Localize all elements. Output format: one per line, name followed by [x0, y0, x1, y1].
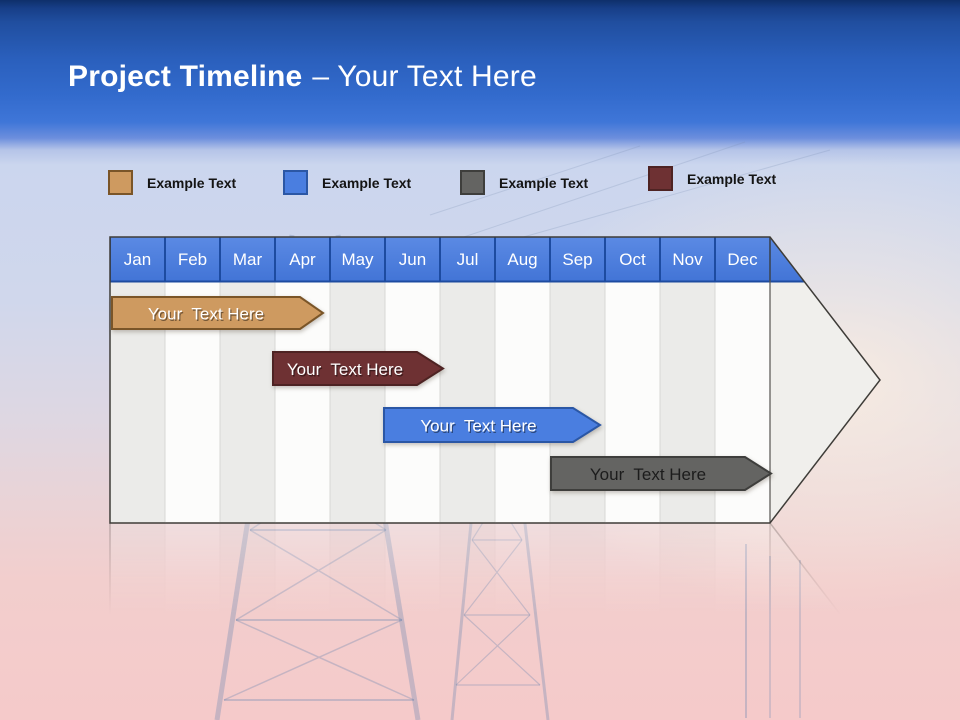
month-cell-jul[interactable]: Jul — [456, 249, 479, 269]
legend-label: Example Text — [499, 174, 589, 191]
legend-swatch-blue — [283, 170, 308, 195]
legend-item-tan[interactable]: Example Text — [108, 170, 236, 195]
month-cell-apr[interactable]: Apr — [289, 249, 316, 269]
svg-text:Your Text Here: Your Text Here — [590, 465, 706, 484]
slide-title-secondary: – Your Text Here — [312, 60, 537, 93]
svg-text:Your Text Here: Your Text Here — [420, 417, 536, 436]
legend-item-blue[interactable]: Example Text — [283, 170, 411, 195]
legend-item-gray[interactable]: Example Text — [460, 170, 588, 195]
legend-swatch-tan — [108, 170, 133, 195]
svg-text:Your Text Here: Your Text Here — [422, 418, 538, 437]
task-bar-gray[interactable]: Your Text Here — [548, 454, 774, 493]
month-cell-aug[interactable]: Aug — [507, 249, 538, 269]
month-cell-may[interactable]: May — [341, 249, 374, 269]
legend-label: Example Text — [147, 174, 237, 191]
month-header-band — [110, 237, 810, 282]
svg-text:Your Text Here: Your Text Here — [287, 360, 403, 379]
month-header-row: Jan Feb Mar Apr May Jun Jul Aug Sep Oct Nov Dec — [110, 237, 770, 282]
month-cell-feb[interactable]: Feb — [177, 249, 208, 269]
legend-swatch-gray — [460, 170, 485, 195]
legend-swatch-maroon — [648, 166, 673, 191]
month-cell-oct[interactable]: Oct — [619, 249, 646, 269]
slide-title-primary: Project Timeline — [68, 60, 303, 93]
month-header-separators — [110, 237, 771, 282]
svg-text:Your Text Here: Your Text Here — [149, 306, 265, 325]
month-cell-dec[interactable]: Dec — [727, 249, 758, 269]
legend-label: Example Text — [687, 170, 777, 187]
month-cell-mar[interactable]: Mar — [232, 249, 263, 269]
month-cell-jan[interactable]: Jan — [123, 249, 152, 269]
legend-label: Example Text — [322, 174, 412, 191]
svg-text:Your Text Here: Your Text Here — [288, 362, 404, 381]
timeline-arrow-outline — [109, 236, 881, 524]
month-cell-jun[interactable]: Jun — [398, 249, 427, 269]
slide-title[interactable]: Project Timeline – Your Text Here — [68, 60, 537, 94]
legend-item-maroon[interactable]: Example Text — [648, 166, 776, 191]
svg-text:Your Text Here: Your Text Here — [148, 305, 264, 324]
month-cell-sep[interactable]: Sep — [562, 249, 593, 269]
month-cell-nov[interactable]: Nov — [672, 249, 703, 269]
